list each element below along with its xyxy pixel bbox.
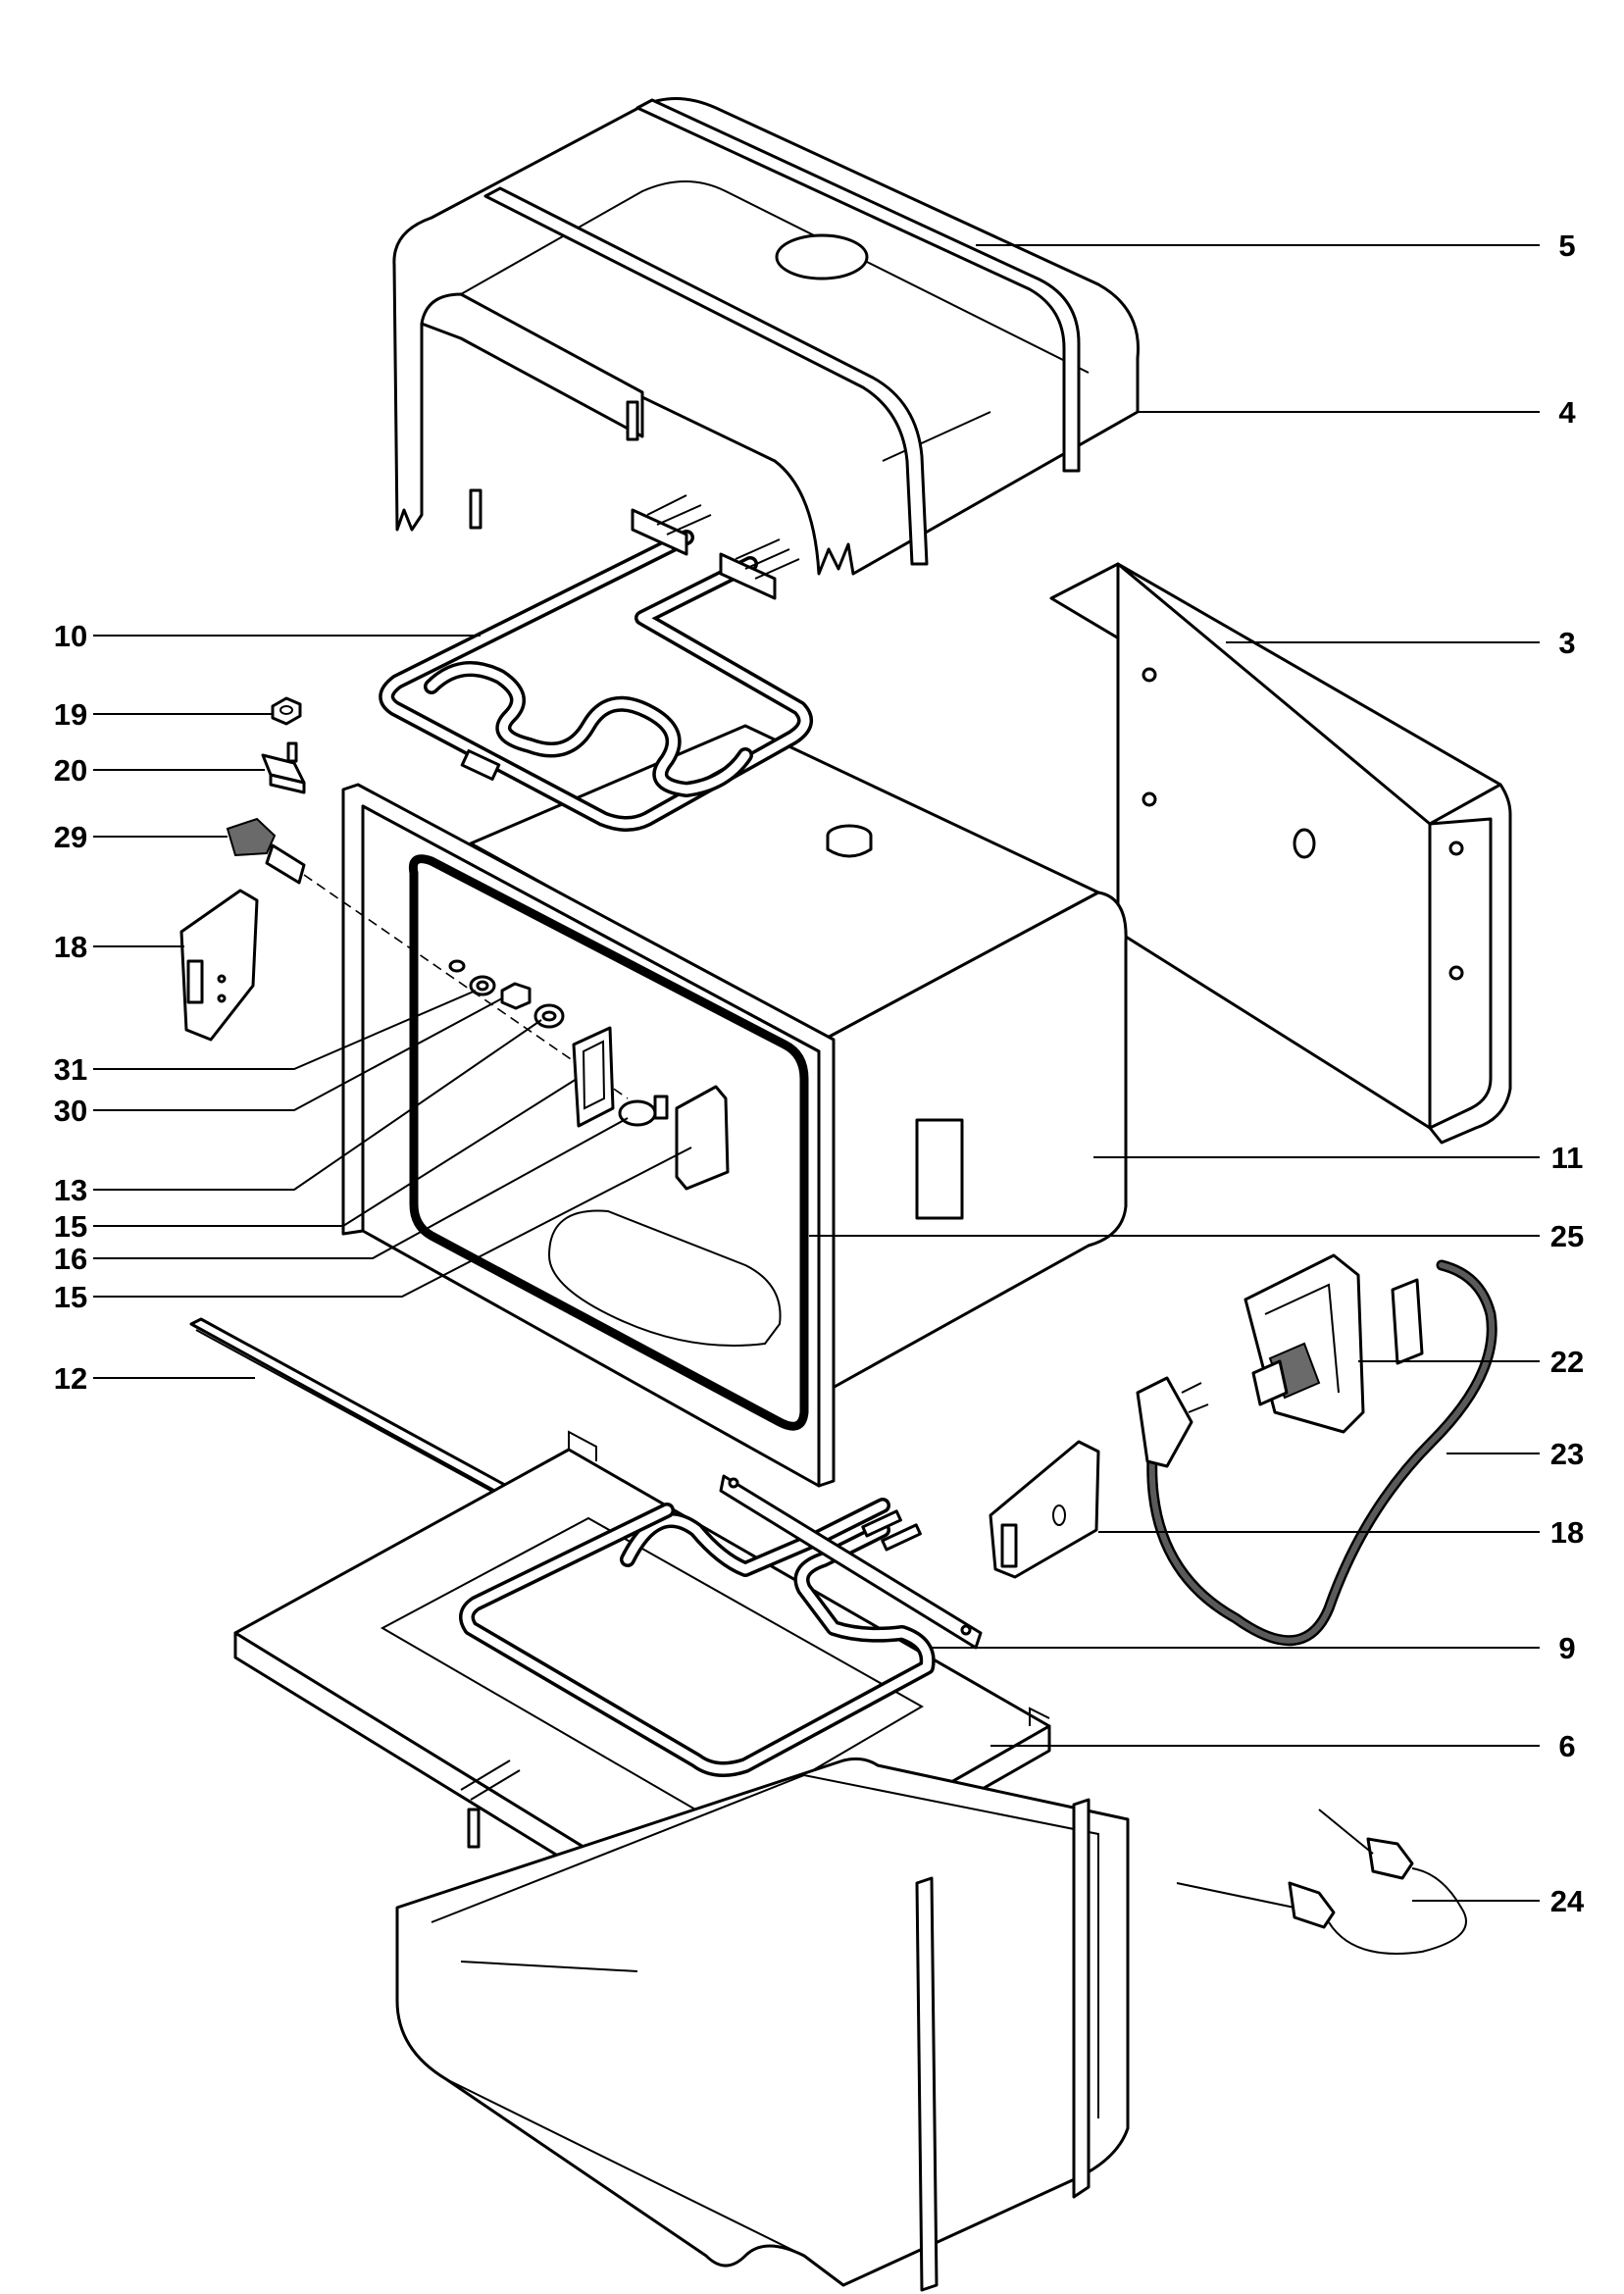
callout-30: 30 bbox=[54, 1094, 87, 1128]
hinge-bracket-left bbox=[179, 889, 259, 1042]
lamp-cover-frame bbox=[572, 1026, 615, 1128]
clip bbox=[261, 741, 306, 794]
callout-29: 29 bbox=[54, 820, 87, 854]
callout-23: 23 bbox=[1550, 1437, 1584, 1471]
mains-cable bbox=[1136, 1259, 1497, 1647]
callout-12: 12 bbox=[54, 1361, 87, 1396]
lamp-bulb bbox=[618, 1095, 669, 1127]
callout-9: 9 bbox=[1558, 1631, 1575, 1665]
callout-18-left: 18 bbox=[54, 930, 87, 964]
lamp-holder bbox=[226, 817, 629, 1099]
callout-25: 25 bbox=[1550, 1219, 1584, 1253]
upper-heating-element bbox=[379, 494, 814, 832]
hex-nut bbox=[500, 982, 532, 1010]
lower-heating-element bbox=[459, 1474, 983, 1777]
meat-probe bbox=[1176, 1809, 1467, 1955]
callout-13: 13 bbox=[54, 1173, 87, 1207]
callout-24: 24 bbox=[1550, 1884, 1585, 1918]
terminal-block bbox=[1243, 1253, 1424, 1434]
callout-15-upper: 15 bbox=[54, 1209, 87, 1244]
callout-16: 16 bbox=[54, 1242, 87, 1276]
mount-hole bbox=[448, 959, 466, 973]
nut bbox=[271, 696, 302, 726]
callout-11: 11 bbox=[1551, 1141, 1584, 1175]
callout-5: 5 bbox=[1558, 229, 1575, 263]
callout-10: 10 bbox=[54, 619, 87, 653]
callout-4: 4 bbox=[1558, 395, 1576, 430]
callout-20: 20 bbox=[54, 753, 87, 788]
callout-22: 22 bbox=[1550, 1345, 1584, 1379]
callout-15-lower: 15 bbox=[54, 1280, 87, 1314]
door-seal bbox=[408, 854, 809, 1431]
callout-3: 3 bbox=[1558, 626, 1575, 660]
callout-19: 19 bbox=[54, 697, 87, 732]
washer bbox=[533, 1003, 565, 1029]
leader-lines bbox=[93, 244, 1540, 1902]
callout-labels: 5 4 3 10 19 20 29 18 31 30 13 15 16 15 1… bbox=[54, 229, 1585, 1918]
callout-18-right: 18 bbox=[1550, 1515, 1584, 1550]
back-panel bbox=[1049, 562, 1512, 1145]
oven-cavity bbox=[341, 724, 1128, 1488]
casing-strap-top bbox=[483, 98, 1081, 566]
callout-31: 31 bbox=[54, 1052, 87, 1087]
vent-hole bbox=[775, 233, 869, 280]
outer-casing-bottom bbox=[395, 1757, 1130, 2292]
callout-6: 6 bbox=[1558, 1729, 1575, 1763]
gasket-ring bbox=[469, 975, 496, 996]
hinge-bracket-right bbox=[989, 1440, 1100, 1579]
lamp-cover bbox=[675, 1085, 730, 1191]
